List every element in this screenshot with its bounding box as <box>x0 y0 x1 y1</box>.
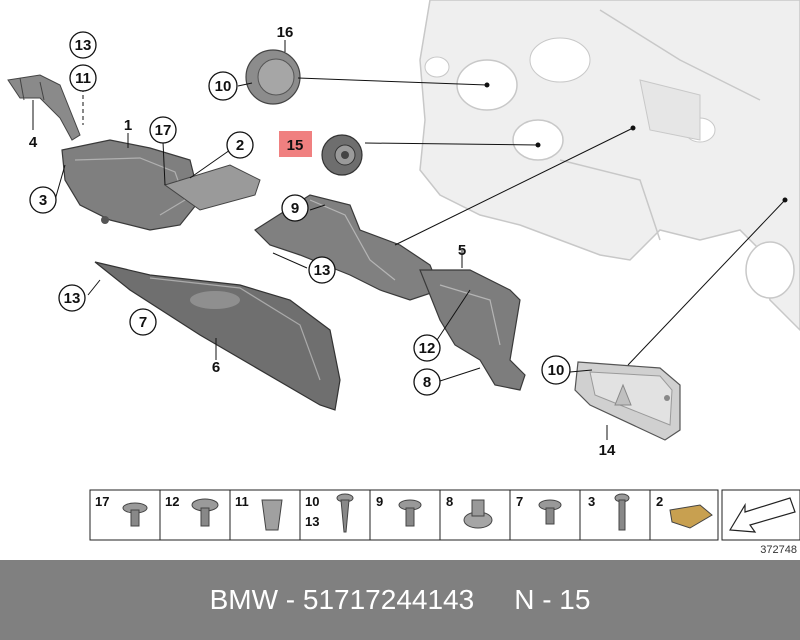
part-cover-plate <box>574 361 681 441</box>
callout-13-top: 13 <box>69 31 97 59</box>
svg-text:10: 10 <box>548 362 565 379</box>
fastener-legend: 17 12 11 10 13 9 8 7 <box>89 489 800 541</box>
svg-text:17: 17 <box>155 122 172 139</box>
svg-text:3: 3 <box>39 192 47 209</box>
part-duct-right <box>419 269 526 391</box>
callout-9: 9 <box>281 194 309 222</box>
legend-item-10-13: 10 13 <box>305 493 354 533</box>
part-grommet-15 <box>321 134 363 176</box>
callout-14: 14 <box>599 442 616 459</box>
callout-10-bottom: 10 <box>541 355 571 385</box>
footer-part-number: 51717244143 <box>302 584 475 615</box>
callout-12: 12 <box>413 334 441 362</box>
svg-text:10: 10 <box>215 78 232 95</box>
svg-text:13: 13 <box>305 514 319 529</box>
callout-11: 11 <box>69 64 97 92</box>
callout-13-middle: 13 <box>308 256 336 284</box>
svg-text:13: 13 <box>75 37 92 54</box>
svg-text:16: 16 <box>277 24 294 41</box>
footer-separator: - <box>285 584 296 615</box>
svg-text:13: 13 <box>314 262 331 279</box>
callout-6: 6 <box>212 359 220 376</box>
legend-item-9: 9 <box>376 494 422 527</box>
svg-text:10: 10 <box>305 494 319 509</box>
callout-4: 4 <box>29 134 38 151</box>
part-footer: BMW - 51717244143 N - 15 <box>0 560 800 640</box>
svg-text:1: 1 <box>124 117 132 134</box>
callout-8: 8 <box>413 368 441 396</box>
svg-text:15: 15 <box>287 137 304 154</box>
svg-text:8: 8 <box>423 374 431 391</box>
svg-text:2: 2 <box>656 494 663 509</box>
legend-item-7: 7 <box>516 494 562 525</box>
callout-5: 5 <box>458 242 466 259</box>
callout-15-highlight: 15 <box>279 131 312 157</box>
part-plug-16 <box>245 49 301 105</box>
callout-17: 17 <box>149 116 177 144</box>
svg-text:6: 6 <box>212 359 220 376</box>
legend-item-3: 3 <box>588 493 630 531</box>
callout-1: 1 <box>124 117 132 134</box>
svg-text:5: 5 <box>458 242 466 259</box>
svg-text:8: 8 <box>446 494 453 509</box>
legend-item-17: 17 <box>95 494 148 527</box>
part-trim-panel <box>94 261 341 411</box>
svg-text:11: 11 <box>235 494 249 509</box>
legend-item-12: 12 <box>165 494 219 527</box>
part-cover-left <box>61 139 201 231</box>
parts-diagram: 13 11 4 1 17 3 2 16 10 15 9 13 13 <box>7 0 800 556</box>
svg-text:14: 14 <box>599 442 616 459</box>
legend-item-11: 11 <box>235 494 283 531</box>
legend-item-2: 2 <box>656 494 713 529</box>
direction-arrow-icon <box>728 497 796 533</box>
svg-text:9: 9 <box>291 200 299 217</box>
part-2 <box>163 164 261 211</box>
svg-text:12: 12 <box>419 340 436 357</box>
callout-16: 16 <box>277 24 294 41</box>
svg-text:7: 7 <box>139 314 147 331</box>
svg-text:2: 2 <box>236 137 244 154</box>
footer-brand: BMW <box>209 584 278 615</box>
footer-position: N - 15 <box>514 584 591 615</box>
svg-text:12: 12 <box>165 494 179 509</box>
svg-text:11: 11 <box>75 70 91 87</box>
callout-10-top: 10 <box>208 71 238 101</box>
svg-text:9: 9 <box>376 494 383 509</box>
callout-7: 7 <box>129 308 157 336</box>
callout-2: 2 <box>226 131 254 159</box>
callout-13-left: 13 <box>58 284 86 312</box>
legend-item-8: 8 <box>446 494 493 529</box>
svg-text:13: 13 <box>64 290 81 307</box>
diagram-number: 372748 <box>760 544 797 556</box>
part-bracket <box>7 74 81 141</box>
svg-text:17: 17 <box>95 494 109 509</box>
callout-3: 3 <box>29 186 57 214</box>
svg-text:7: 7 <box>516 494 523 509</box>
leader-lines <box>32 40 788 440</box>
svg-text:3: 3 <box>588 494 595 509</box>
body-panel <box>419 0 800 332</box>
svg-text:4: 4 <box>29 134 38 151</box>
